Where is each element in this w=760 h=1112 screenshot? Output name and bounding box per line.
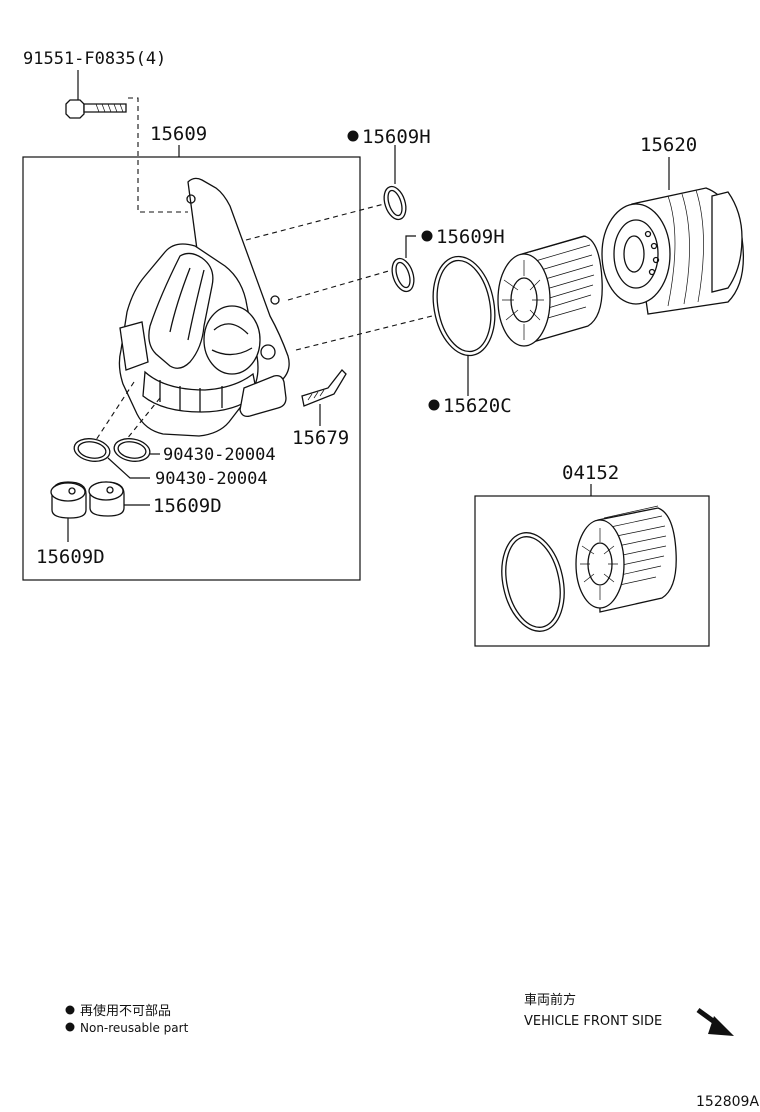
oil-filter-housing [118,177,290,437]
plug-left-label: 15609D [36,546,105,568]
non-reusable-marker-icon [347,130,359,142]
gasket-part [432,255,496,357]
filter-cap-label: 15620 [640,134,697,156]
non-reusable-marker-icon [428,399,440,411]
drain-tab-label: 15679 [292,427,349,449]
filter-kit-frame [474,495,710,647]
legend-marker-icon [65,1005,75,1015]
legend-jp-text: 再使用不可部品 [80,1003,171,1019]
legend-marker-icon [65,1022,75,1032]
arrow-down-right-icon [696,1007,734,1036]
bolt-part [65,99,127,119]
filter-kit-element-part [575,505,677,613]
filter-kit-gasket-part [501,532,565,632]
non-reusable-marker-icon [421,230,433,242]
diagram-ref-number: 152809A [696,1094,759,1110]
plug-right-label: 15609D [153,495,222,517]
gasket-label: 15620C [443,395,512,417]
housing-assembly-frame [22,156,361,581]
filter-cap-part [601,187,745,315]
direction-en-text: VEHICLE FRONT SIDE [524,1014,662,1029]
drain-tab-part [301,369,347,407]
filter-kit-label: 04152 [562,462,619,484]
ring-left-part [73,438,111,462]
legend-en-text: Non-reusable part [80,1021,189,1035]
ring-left-label: 90430-20004 [155,469,268,489]
o-ring-mid-part [391,257,415,293]
o-ring-top-label: 15609H [362,126,431,148]
direction-jp-text: 車両前方 [524,992,576,1008]
o-ring-mid-label: 15609H [436,226,505,248]
plug-right-part [88,481,125,517]
ring-right-label: 90430-20004 [163,445,276,465]
filter-element-part [497,235,603,347]
housing-label: 15609 [150,123,207,145]
bolt-label: 91551-F0835(4) [23,49,166,69]
ring-right-part [113,438,151,462]
o-ring-top-part [383,185,407,221]
plug-left-part [50,481,87,519]
